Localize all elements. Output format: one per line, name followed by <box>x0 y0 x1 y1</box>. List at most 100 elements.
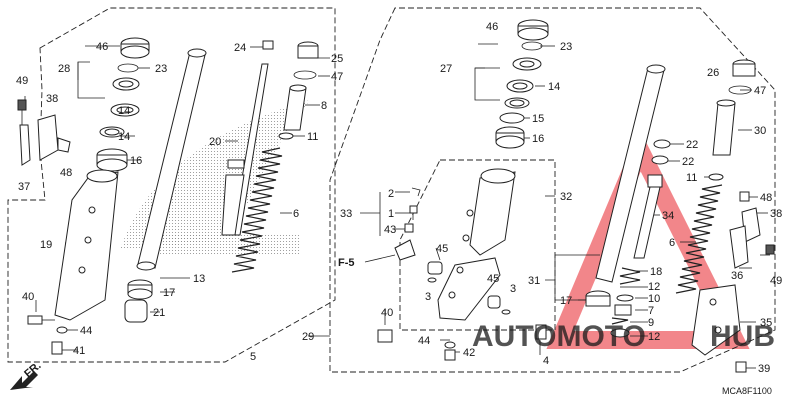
callout-label: 31 <box>528 275 540 287</box>
callout-label: 16 <box>532 133 544 145</box>
callout-label: 42 <box>463 347 475 359</box>
outer-tube-13 <box>136 48 207 271</box>
callout-label: 40 <box>381 307 393 319</box>
front-direction-arrow <box>10 371 38 390</box>
callout-label: 22 <box>682 156 694 168</box>
bolt-49-right <box>765 244 775 255</box>
washer-11 <box>278 132 294 140</box>
bushing-16 <box>96 148 128 172</box>
valve-7 <box>614 304 632 316</box>
damper-rod-20 <box>221 63 269 236</box>
callout-label: F-5 <box>338 257 355 269</box>
callout-label: 48 <box>60 167 72 179</box>
bolt-49-left <box>17 99 27 125</box>
oil-lock-piece-21 <box>124 299 148 323</box>
washer-14-right <box>506 79 534 93</box>
snap-ring-23 <box>117 63 139 73</box>
callout-label: 29 <box>302 331 314 343</box>
bushing-16-right <box>495 126 525 149</box>
watermark-text-primary: AUTOMOTO <box>472 320 646 353</box>
callout-label: 27 <box>440 63 452 75</box>
callout-label: 2 <box>388 188 394 200</box>
ring-15 <box>499 112 525 124</box>
callout-label: 36 <box>731 270 743 282</box>
hose-joint-f5 <box>394 239 416 261</box>
fork-spring-6-right <box>675 184 723 294</box>
bolt-40-center <box>377 329 393 343</box>
callout-label: 37 <box>18 181 30 193</box>
callout-label: 25 <box>331 53 343 65</box>
callout-label: 44 <box>418 335 430 347</box>
callout-label: 11 <box>307 131 318 143</box>
callout-label: 26 <box>707 67 719 79</box>
callout-label: 3 <box>510 283 516 295</box>
o-ring-47 <box>293 70 317 80</box>
washer-44 <box>56 326 68 334</box>
callout-label: 17 <box>163 287 175 299</box>
bracket-37 <box>19 124 31 166</box>
callout-label: 23 <box>155 63 167 75</box>
callout-label: 13 <box>193 273 205 285</box>
diagram-code: MCA8F1100 <box>722 386 772 396</box>
callout-label: 16 <box>130 155 142 167</box>
fork-slider-32 <box>437 168 516 321</box>
callout-label: 45 <box>487 273 499 285</box>
callout-label: 4 <box>543 355 549 367</box>
outer-tube-31 <box>595 64 666 283</box>
callout-label: 49 <box>770 275 782 287</box>
callout-label: 47 <box>754 85 766 97</box>
bolt-43 <box>404 223 414 233</box>
right-fork-group-boundary <box>329 7 776 373</box>
bolt-48-right <box>739 191 750 202</box>
callout-label: 49 <box>16 75 28 87</box>
bracket-38 <box>37 114 71 161</box>
callout-label: 5 <box>250 351 256 363</box>
callout-label: 6 <box>669 237 675 249</box>
spacer-8 <box>283 84 307 131</box>
callout-label: 6 <box>293 208 299 220</box>
watermark-logo <box>546 128 750 349</box>
washer-3-b <box>501 309 511 315</box>
bolt-42 <box>444 349 456 361</box>
spacer-30 <box>712 99 736 156</box>
callout-label: 48 <box>760 192 772 204</box>
oil-seal-14a <box>112 77 140 91</box>
callout-label: 11 <box>686 172 697 184</box>
washer-14b <box>110 103 140 117</box>
oil-seal-27 <box>512 57 542 71</box>
callout-label: 8 <box>321 100 327 112</box>
callout-label: 46 <box>486 21 498 33</box>
callout-label: 40 <box>22 291 34 303</box>
watermark-text-secondary: HUB <box>710 320 775 353</box>
ring-12-b <box>610 328 630 338</box>
bushing-45-a <box>427 261 443 275</box>
callout-label: 17 <box>560 295 572 307</box>
oil-seal-cap-46-right <box>517 19 549 41</box>
callout-label: 41 <box>73 345 85 357</box>
bolt-39 <box>735 361 747 373</box>
oil-seal-cap-46 <box>120 37 150 59</box>
callout-label: 34 <box>662 210 674 222</box>
bolt-40 <box>27 315 55 325</box>
bolt-4 <box>535 324 547 340</box>
spacer-22-a <box>653 139 671 149</box>
callout-label: 35 <box>760 317 772 329</box>
fork-spring-6 <box>231 147 283 273</box>
callout-label: 38 <box>46 93 58 105</box>
callout-label: 23 <box>560 41 572 53</box>
callout-label: 20 <box>209 136 221 148</box>
callout-label: 14 <box>118 105 130 117</box>
callout-label: 24 <box>234 42 246 54</box>
callout-label: 44 <box>80 325 92 337</box>
bolt-41 <box>51 341 63 355</box>
callout-label: 46 <box>96 41 108 53</box>
callout-label: 21 <box>153 307 165 319</box>
washer-3-a <box>427 277 437 283</box>
callout-label: 33 <box>340 208 352 220</box>
piston-34 <box>633 174 663 259</box>
callout-label: 3 <box>425 291 431 303</box>
fork-bolt-25 <box>297 41 319 59</box>
